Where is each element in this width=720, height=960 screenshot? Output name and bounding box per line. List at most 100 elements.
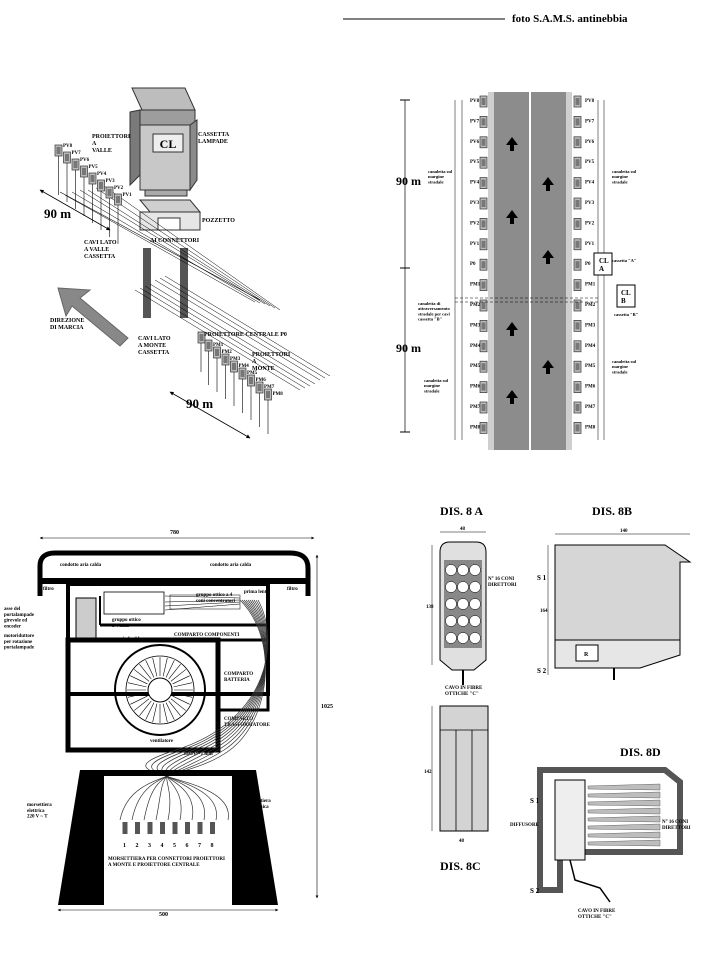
plan-label-left: PM8 — [470, 425, 481, 430]
pm-projector — [221, 353, 230, 366]
plan-projector-right — [573, 340, 582, 353]
lane-arrow — [506, 137, 518, 151]
pm-label: PM4 — [239, 364, 250, 369]
cone — [457, 564, 469, 576]
plan-projector-left — [479, 156, 488, 169]
connector — [147, 822, 153, 834]
plan-label-left: PV4 — [470, 181, 480, 186]
plan-projector-left — [479, 217, 488, 230]
plan-label-left: PM1 — [470, 283, 481, 288]
plan-label-right: PM2 — [585, 303, 596, 308]
plan-projector-left — [479, 279, 488, 292]
plan-projector-right — [573, 115, 582, 128]
plan-projector-right — [573, 238, 582, 251]
cavi-label: cavi Ø=1 mm — [184, 752, 214, 757]
lane-arrow — [542, 177, 554, 191]
plan-projector-left — [479, 136, 488, 149]
plan-projector-right — [573, 136, 582, 149]
dis-8b: DIS. 8B 140 164 R S 1 S 2 — [537, 504, 692, 680]
pv-label: PV7 — [72, 151, 82, 156]
pv-projector — [97, 179, 105, 192]
lane-arrow — [506, 390, 518, 404]
pv-label: PV6 — [80, 158, 90, 163]
dis-8c-title: DIS. 8C — [440, 859, 481, 873]
filtro-left: filtro — [43, 587, 54, 592]
pm-projector — [255, 381, 264, 394]
pm-label: PM7 — [264, 385, 275, 390]
cl-label: CL — [160, 137, 177, 151]
pm-projector — [238, 367, 247, 380]
plan-projectors: PV8PV7PV6PV5PV4PV3PV2PV1P0PM1PM2PM3PM4PM… — [470, 95, 596, 434]
cone — [445, 598, 457, 610]
cabinet-cl: CL — [129, 87, 198, 197]
plan-projector-left — [479, 258, 488, 271]
fiber-cables — [119, 599, 269, 821]
cone-side — [587, 823, 661, 831]
lane-arrow — [506, 322, 518, 336]
dis-8b-s1: S 1 — [537, 574, 547, 582]
connector-number: 4 — [161, 843, 164, 849]
dis-8b-title: DIS. 8B — [592, 504, 632, 518]
plan-label-left: PM2 — [470, 303, 481, 308]
dis-8d-diffusore: DIFFUSORE — [510, 823, 540, 828]
plan-label-right: PM7 — [585, 405, 596, 410]
pv-projector — [54, 144, 63, 157]
cable-bundles — [59, 185, 331, 391]
dis-8b-s2: S 2 — [537, 667, 547, 675]
plan-projector-left — [479, 299, 488, 312]
distance-90m-top: 90 m — [44, 206, 71, 221]
plan-90m-top: 90 m — [396, 174, 421, 188]
plan-label-left: PM3 — [470, 323, 481, 328]
pv-label: PV3 — [106, 179, 116, 184]
plan-label-right: PV1 — [585, 242, 595, 247]
connector — [122, 822, 128, 834]
pm-projector — [204, 339, 213, 352]
plan-panel: PV8PV7PV6PV5PV4PV3PV2PV1P0PM1PM2PM3PM4PM… — [396, 92, 638, 450]
dis-8b-r: R — [584, 652, 589, 658]
plan-projector-right — [573, 217, 582, 230]
plan-label-left: PV1 — [470, 242, 480, 247]
cone — [457, 632, 469, 644]
cl-a-box — [593, 252, 613, 276]
plan-label-right: PV8 — [585, 99, 595, 104]
plan-projector-right — [573, 156, 582, 169]
cone — [469, 581, 481, 593]
connector — [185, 822, 190, 834]
cone-side — [587, 799, 661, 807]
connector — [160, 822, 165, 834]
plan-label-left: PM5 — [470, 364, 481, 369]
dis-8a-h: 138 — [426, 605, 434, 610]
plan-label-left: P0 — [470, 262, 476, 267]
plan-projector-right — [573, 279, 582, 292]
dis-8d-s2: S 2 — [530, 887, 540, 895]
pozzetto — [138, 199, 202, 231]
pm-projector — [264, 388, 272, 401]
cone-side — [587, 807, 661, 815]
plan-projector-right — [573, 360, 582, 373]
pm-projector — [247, 374, 255, 387]
plan-projector-left — [479, 177, 488, 190]
distance-90m-bottom: 90 m — [186, 396, 213, 411]
plan-projector-right — [573, 258, 582, 271]
plan-label-left: PV3 — [470, 201, 480, 206]
plan-projector-left — [479, 421, 488, 434]
plan-label-left: PM6 — [470, 385, 481, 390]
lane-arrow — [506, 210, 518, 224]
cone — [457, 581, 469, 593]
pm-label: PM2 — [222, 350, 233, 355]
cone — [469, 615, 481, 627]
